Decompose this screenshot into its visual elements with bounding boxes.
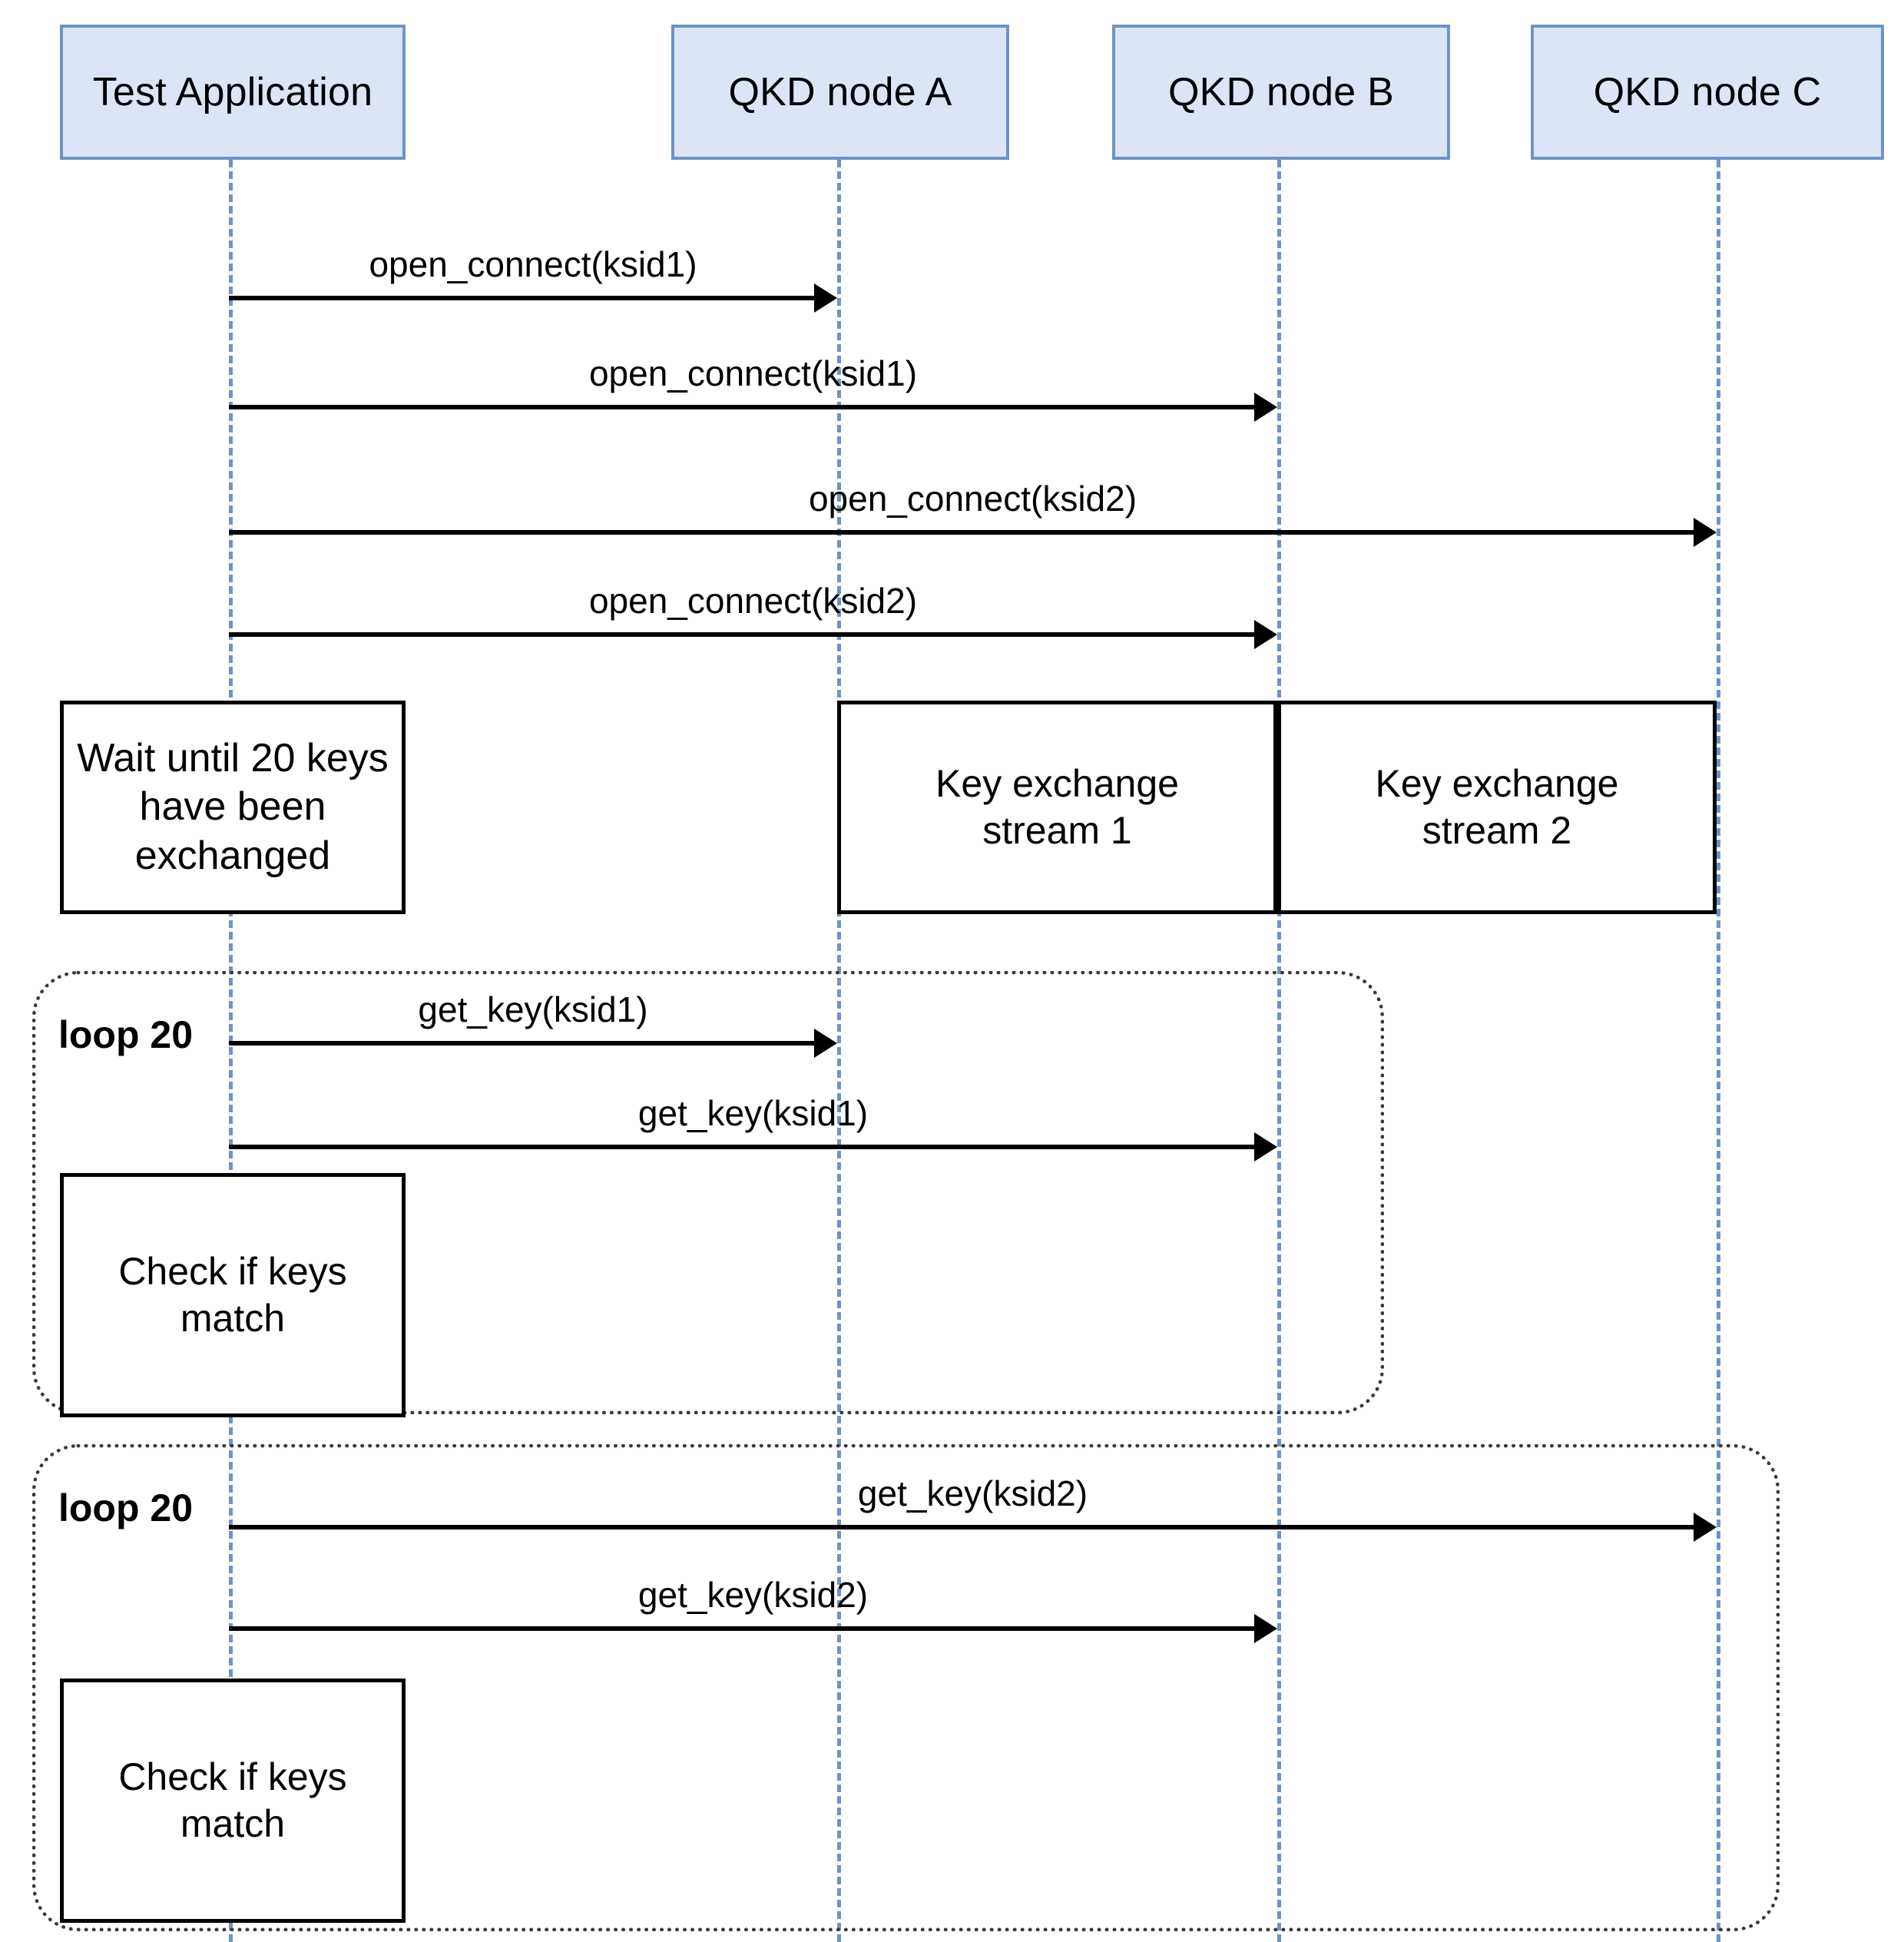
lifeline-qkd-node-b bbox=[1277, 160, 1281, 1942]
participant-test-application[interactable]: Test Application bbox=[60, 25, 406, 160]
message-label: open_connect(ksid1) bbox=[369, 244, 697, 284]
message-label: open_connect(ksid2) bbox=[588, 581, 918, 621]
participant-qkd-node-b[interactable]: QKD node B bbox=[1112, 25, 1450, 160]
note-text: Wait until 20 keys have been exchanged bbox=[77, 735, 389, 878]
note-text: Check if keys match bbox=[118, 1250, 347, 1340]
note-check-if-keys-match-1: Check if keys match bbox=[60, 1173, 406, 1417]
participant-label: QKD node C bbox=[1593, 70, 1822, 114]
participant-qkd-node-c[interactable]: QKD node C bbox=[1531, 25, 1884, 160]
participant-label: Test Application bbox=[92, 70, 373, 114]
participant-qkd-node-a[interactable]: QKD node A bbox=[671, 25, 1009, 160]
lifeline-qkd-node-a bbox=[837, 160, 841, 1942]
message-line bbox=[229, 632, 1257, 637]
arrowhead-icon bbox=[1254, 1132, 1277, 1162]
lifeline-qkd-node-c bbox=[1717, 160, 1720, 1942]
message-label: get_key(ksid1) bbox=[637, 1093, 869, 1133]
message-line bbox=[229, 1525, 1697, 1529]
participant-label: QKD node B bbox=[1168, 70, 1394, 114]
note-text: Key exchange stream 1 bbox=[935, 762, 1179, 852]
message-line bbox=[229, 1145, 1257, 1149]
arrowhead-icon bbox=[1694, 518, 1717, 547]
arrowhead-icon bbox=[1254, 393, 1277, 422]
message-line bbox=[229, 1626, 1257, 1631]
arrowhead-icon bbox=[814, 283, 837, 313]
participant-label: QKD node A bbox=[728, 70, 952, 114]
note-key-exchange-stream-1: Key exchange stream 1 bbox=[837, 701, 1277, 914]
lifeline-test-application bbox=[229, 160, 233, 1942]
message-label: get_key(ksid2) bbox=[637, 1575, 869, 1615]
note-text: Check if keys match bbox=[118, 1755, 347, 1845]
note-check-if-keys-match-2: Check if keys match bbox=[60, 1679, 406, 1923]
arrowhead-icon bbox=[1254, 1614, 1277, 1643]
message-label: open_connect(ksid1) bbox=[588, 353, 918, 393]
loop-label-2: loop 20 bbox=[58, 1486, 194, 1529]
message-label: open_connect(ksid2) bbox=[808, 479, 1137, 519]
message-line bbox=[229, 1041, 817, 1046]
arrowhead-icon bbox=[1254, 620, 1277, 649]
message-line bbox=[229, 530, 1697, 535]
note-text: Key exchange stream 2 bbox=[1375, 762, 1619, 852]
message-line bbox=[229, 405, 1257, 409]
loop-label-1: loop 20 bbox=[58, 1013, 194, 1056]
arrowhead-icon bbox=[814, 1029, 837, 1058]
note-wait-until-20-keys: Wait until 20 keys have been exchanged bbox=[60, 701, 406, 914]
message-label: get_key(ksid1) bbox=[418, 989, 648, 1029]
message-line bbox=[229, 296, 817, 300]
message-label: get_key(ksid2) bbox=[857, 1473, 1088, 1513]
arrowhead-icon bbox=[1694, 1513, 1717, 1542]
note-key-exchange-stream-2: Key exchange stream 2 bbox=[1277, 701, 1717, 914]
